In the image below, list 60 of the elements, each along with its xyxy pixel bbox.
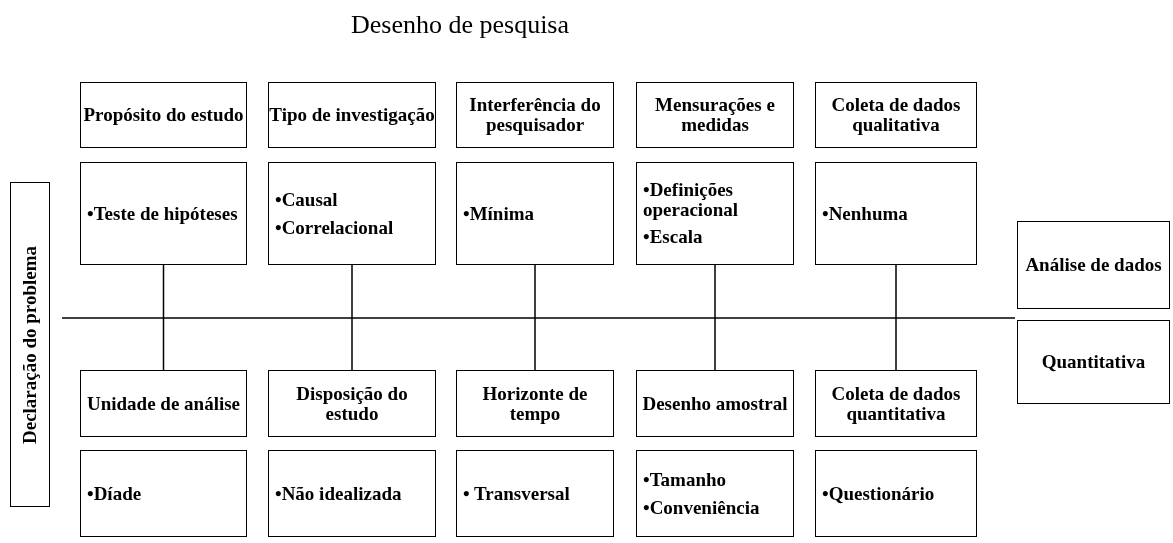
node-text: Análise de dados: [1025, 255, 1162, 275]
connector-line: [351, 317, 353, 371]
content-box: [268, 450, 436, 537]
node-text: •Causal: [275, 189, 338, 210]
node-text: •Correlacional: [275, 217, 394, 238]
node-text: •Questionário: [822, 483, 935, 504]
header-box: [268, 82, 436, 148]
node-text: Propósito do estudo: [83, 105, 244, 125]
node-text: •Mínima: [463, 203, 535, 224]
content-box: [636, 162, 794, 265]
content-box: [80, 450, 247, 537]
node-text: •Díade: [87, 483, 142, 504]
content-box: [456, 162, 614, 265]
diagram-title: Desenho de pesquisa: [349, 10, 571, 40]
header-box: [456, 370, 614, 437]
node-text: •Escala: [643, 227, 703, 248]
content-box: [815, 162, 977, 265]
header-box: [80, 82, 247, 148]
header-box: [80, 370, 247, 437]
content-box: [80, 162, 247, 265]
connector-line: [895, 264, 897, 319]
header-box: [1017, 221, 1170, 309]
node-text: •Definições operacional: [643, 179, 739, 220]
header-box: [1017, 320, 1170, 404]
node-text: Disposição do estudo: [295, 383, 409, 424]
connector-line: [714, 317, 716, 371]
node-text: Tipo de investigação: [269, 105, 435, 125]
node-text: •Teste de hipóteses: [87, 203, 238, 224]
content-box: [268, 162, 436, 265]
content-box: [636, 450, 794, 537]
connector-line: [895, 317, 897, 371]
header-box: [636, 82, 794, 148]
node-text: Coleta de dados qualitativa: [830, 95, 962, 135]
side-label-box: [10, 182, 50, 507]
node-text: Horizonte de tempo: [481, 383, 589, 424]
node-text: •Não idealizada: [275, 483, 402, 504]
header-box: [815, 82, 977, 148]
node-text: •Conveniência: [643, 497, 760, 518]
header-box: [636, 370, 794, 437]
connector-line: [162, 264, 165, 319]
node-text: Unidade de análise: [86, 393, 241, 414]
header-box: [815, 370, 977, 437]
content-box: [456, 450, 614, 537]
header-box: [456, 82, 614, 148]
node-text: • Transversal: [463, 483, 570, 504]
connector-line: [534, 317, 536, 371]
node-text: Mensurações e medidas: [654, 95, 776, 135]
node-text: •Tamanho: [643, 469, 727, 490]
node-text: Desenho amostral: [642, 393, 788, 414]
node-text: Quantitativa: [1041, 352, 1146, 372]
node-text: Coleta de dados quantitativa: [830, 383, 962, 424]
header-box: [268, 370, 436, 437]
connector-line: [714, 264, 716, 319]
content-box: [815, 450, 977, 537]
connector-line: [534, 264, 536, 319]
connector-line: [351, 264, 353, 319]
connector-line: [162, 317, 165, 371]
node-text: Interferência do pesquisador: [468, 95, 602, 135]
node-text: Declaração do problema: [20, 245, 40, 444]
node-text: •Nenhuma: [822, 203, 908, 224]
